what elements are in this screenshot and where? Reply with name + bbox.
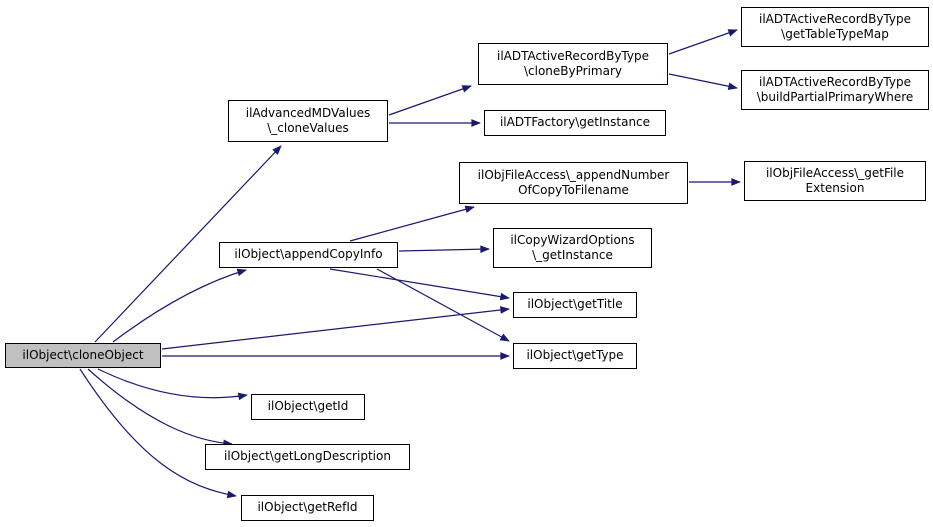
edge-clone-values-to-clone-by-primary: [388, 85, 472, 116]
node-append-copy-info[interactable]: ilObject\appendCopyInfo: [219, 242, 398, 268]
edge-append-copy-info-to-get-type: [376, 268, 510, 342]
edge-clone-by-primary-to-get-table-type-map: [668, 29, 738, 55]
node-get-title[interactable]: ilObject\getTitle: [513, 292, 637, 318]
edge-clone-object-to-get-id: [97, 368, 248, 401]
node-append-number-of-copy-to-filename[interactable]: ilObjFileAccess\_appendNumber OfCopyToFi…: [459, 162, 688, 204]
edge-clone-object-to-get-ref-id: [79, 368, 237, 499]
node-get-type[interactable]: ilObject\getType: [513, 343, 637, 369]
node-get-id[interactable]: ilObject\getId: [251, 394, 365, 420]
edge-append-copy-info-to-copy-wizard-get-instance: [398, 245, 490, 254]
node-build-partial-primary-where[interactable]: ilADTActiveRecordByType \buildPartialPri…: [741, 70, 929, 110]
node-clone-object: ilObject\cloneObject: [5, 343, 161, 368]
node-get-long-description[interactable]: ilObject\getLongDescription: [205, 444, 410, 470]
node-get-file-extension[interactable]: ilObjFileAccess\_getFile Extension: [744, 161, 926, 201]
node-clone-by-primary[interactable]: ilADTActiveRecordByType \cloneByPrimary: [478, 43, 668, 85]
edge-clone-object-to-append-copy-info: [112, 268, 247, 343]
edge-append-copy-info-to-get-title: [329, 268, 510, 301]
edge-append-copy-info-to-append-number-of-copy-to-filename: [349, 205, 475, 242]
edge-clone-by-primary-to-build-partial-primary-where: [668, 73, 738, 91]
node-adt-factory-get-instance[interactable]: ilADTFactory\getInstance: [484, 110, 666, 136]
node-copy-wizard-get-instance[interactable]: ilCopyWizardOptions \_getInstance: [493, 228, 652, 268]
node-get-table-type-map[interactable]: ilADTActiveRecordByType \getTableTypeMap: [741, 7, 929, 47]
node-clone-values[interactable]: ilAdvancedMDValues \_cloneValues: [228, 100, 388, 142]
edge-clone-object-to-get-long-description: [87, 368, 233, 448]
edge-clone-object-to-get-title: [161, 306, 510, 350]
node-get-ref-id[interactable]: ilObject\getRefId: [241, 495, 374, 521]
